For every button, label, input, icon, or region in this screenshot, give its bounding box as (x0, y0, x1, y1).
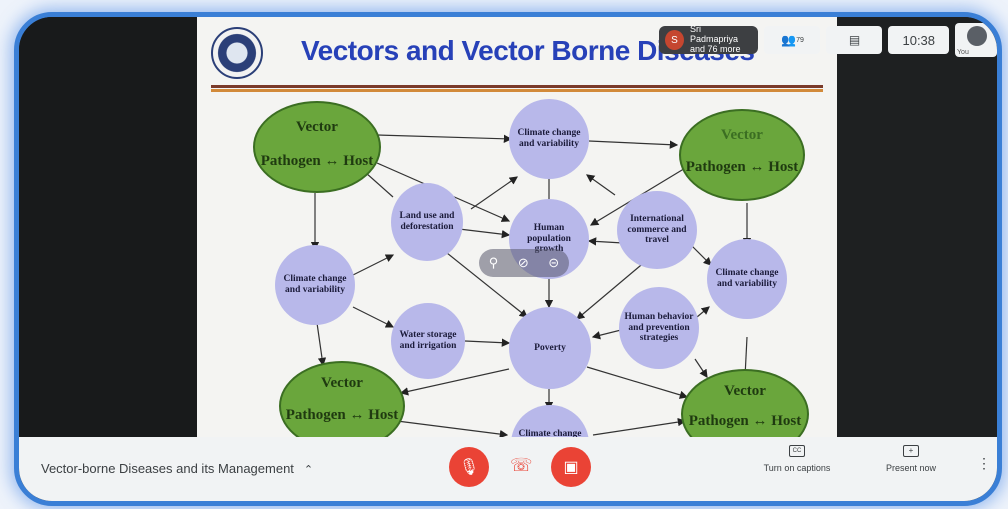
pathogen-host-label: Pathogen ↔ Host (285, 407, 399, 423)
participant-name: Sri Padmapriya (690, 24, 739, 45)
avatar: S (665, 30, 684, 50)
present-label: Present now (885, 463, 937, 473)
captions-icon: CC (789, 445, 805, 457)
captions-label: Turn on captions (763, 463, 831, 473)
mic-off-icon: 🎙 (458, 459, 480, 476)
node-water-storage: Water storage and irrigation (391, 303, 465, 379)
left-margin (19, 17, 197, 437)
screen-frame: Vectors and Vector Borne Diseases (14, 12, 1002, 506)
hangup-icon: ☏ (510, 455, 533, 475)
top-bar: S Sri Padmapriya and 76 more 👥79 ▤ 10:38… (659, 23, 997, 57)
node-poverty: Poverty (509, 307, 591, 389)
node-climate-change-top: Climate change and variability (509, 99, 589, 179)
present-now-button[interactable]: + Present now (871, 445, 951, 473)
chat-icon: ▤ (848, 33, 861, 47)
clock: 10:38 (888, 26, 950, 54)
node-land-use: Land use and deforestation (391, 183, 463, 261)
vector-node-top-left: Vector Pathogen ↔ Host (253, 101, 381, 193)
more-vert-icon: ⋮ (977, 455, 991, 471)
camera-off-icon: ▣ (563, 459, 579, 476)
right-margin (837, 17, 997, 437)
vector-label: Vector (724, 383, 766, 399)
pathogen-host-label: Pathogen ↔ Host (688, 413, 802, 429)
self-avatar (967, 26, 988, 46)
vector-node-top-right: Vector Pathogen ↔ Host (679, 109, 805, 201)
vector-label: Vector (296, 119, 338, 135)
chevron-up-icon: ⌃ (303, 464, 314, 476)
title-divider (211, 85, 823, 88)
tile-controls: ⚲ ⊘ ⊝ (479, 249, 569, 277)
institution-logo (211, 27, 263, 79)
hangup-button[interactable]: ☏ (510, 455, 533, 476)
participant-more: and 76 more (690, 43, 741, 54)
mic-toggle-button[interactable]: 🎙 (449, 447, 489, 487)
vector-label: Vector (721, 127, 763, 143)
present-icon: + (903, 445, 919, 457)
title-divider-accent (211, 89, 823, 92)
people-icon: 👥 (781, 33, 797, 47)
vector-node-bottom-left: Vector Pathogen ↔ Host (279, 361, 405, 437)
captions-button[interactable]: CC Turn on captions (752, 445, 842, 473)
meet-window: Vectors and Vector Borne Diseases (19, 17, 997, 501)
pathogen-host-label: Pathogen ↔ Host (685, 159, 799, 175)
camera-toggle-button[interactable]: ▣ (551, 447, 591, 487)
presentation-slide: Vectors and Vector Borne Diseases (197, 17, 837, 437)
remove-icon[interactable]: ⊝ (548, 255, 560, 270)
active-speaker-chip[interactable]: S Sri Padmapriya and 76 more (659, 24, 759, 54)
vector-label: Vector (321, 375, 363, 391)
meeting-title: Vector-borne Diseases and its Management (41, 461, 294, 476)
people-count: 79 (796, 36, 804, 44)
bottom-bar: Vector-borne Diseases and its Management… (19, 437, 997, 501)
self-label: You (957, 49, 969, 56)
node-international-commerce: International commerce and travel (617, 191, 697, 269)
meeting-details-button[interactable]: Vector-borne Diseases and its Management… (41, 461, 313, 476)
self-view-tile[interactable]: You (955, 23, 997, 57)
node-climate-change-right: Climate change and variability (707, 239, 787, 319)
node-human-behavior: Human behavior and prevention strategies (619, 287, 699, 369)
more-options-button[interactable]: ⋮ (977, 455, 991, 472)
pin-icon[interactable]: ⚲ (488, 255, 499, 270)
chat-button[interactable]: ▤ (826, 26, 883, 54)
mute-icon[interactable]: ⊘ (517, 255, 529, 270)
people-button[interactable]: 👥79 (764, 26, 821, 54)
vector-node-bottom-right: Vector Pathogen ↔ Host (681, 369, 809, 437)
node-climate-change-left: Climate change and variability (275, 245, 355, 325)
pathogen-host-label: Pathogen ↔ Host (260, 153, 374, 169)
